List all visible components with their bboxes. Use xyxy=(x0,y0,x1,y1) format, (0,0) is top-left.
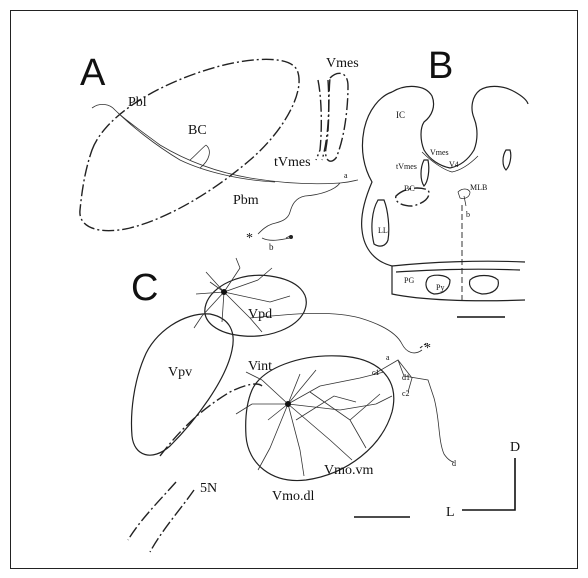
vmes-nucleus xyxy=(326,73,348,161)
vmes-b-left xyxy=(421,160,429,186)
label-pbl: Pbl xyxy=(128,95,147,110)
label-vmes-b: Vmes xyxy=(430,148,449,157)
label-ic: IC xyxy=(396,110,405,120)
panel-c: C Vpd Vpv Vint Vmo.vm Vmo.dl 5N xyxy=(128,258,456,552)
label-5n: 5N xyxy=(200,481,217,496)
trigeminal-nerve-5n xyxy=(128,482,194,552)
figure-frame xyxy=(11,11,578,569)
brainstem-section-outline xyxy=(362,86,528,300)
vpv-nucleus xyxy=(132,314,234,455)
label-py: Py xyxy=(436,283,444,292)
label-pbm: Pbm xyxy=(233,193,259,208)
vpd-nucleus xyxy=(205,275,306,336)
dendrites-vmo xyxy=(236,360,454,476)
panel-b: B IC Vmes tVmes V4 BC MLB b LL PG Py xyxy=(362,45,528,317)
label-ll: LL xyxy=(378,226,388,235)
terminal-dot-a xyxy=(289,235,293,239)
label-vpd: Vpd xyxy=(248,307,272,322)
axon-trace-a-lower xyxy=(262,236,290,240)
label-pg: PG xyxy=(404,276,414,285)
label-bc-b: BC xyxy=(404,184,415,193)
label-b-b: b xyxy=(466,210,470,219)
orientation-axes: D L xyxy=(446,440,520,520)
orientation-arrow xyxy=(462,458,515,510)
label-vmes-a: Vmes xyxy=(326,56,359,71)
label-dorsal: D xyxy=(510,440,520,455)
panel-a: A Pbl BC Pbm tVmes Vmes a b * xyxy=(80,52,359,252)
label-c1: c1 xyxy=(372,368,380,377)
pg-region xyxy=(392,261,525,272)
dendrites-vpd xyxy=(194,258,422,353)
label-vint: Vint xyxy=(248,359,272,374)
tvmes-tract xyxy=(316,80,329,160)
panel-c-letter: C xyxy=(131,267,158,309)
label-b-a: b xyxy=(269,242,274,252)
brachium-conjunctivum-outline xyxy=(80,59,299,230)
label-d: d xyxy=(452,459,456,468)
label-mlb: MLB xyxy=(470,183,487,192)
label-star-a: * xyxy=(246,231,253,246)
label-bc-a: BC xyxy=(188,123,207,138)
panel-b-letter: B xyxy=(428,45,453,87)
mlb-b-dot xyxy=(464,196,466,206)
label-lateral: L xyxy=(446,505,455,520)
label-c2: c2 xyxy=(402,389,410,398)
vmes-b-right xyxy=(503,150,511,170)
label-vpv: Vpv xyxy=(168,365,192,380)
axon-trace-a xyxy=(92,104,358,234)
label-tvmes-a: tVmes xyxy=(274,155,311,170)
label-vmo-vm: Vmo.vm xyxy=(324,463,374,478)
label-a-a: a xyxy=(344,171,348,180)
label-d1: d1 xyxy=(402,373,410,382)
label-star-c: * xyxy=(424,341,431,356)
label-tvmes-b: tVmes xyxy=(396,162,417,171)
label-a-c: a xyxy=(386,353,390,362)
label-vmo-dl: Vmo.dl xyxy=(272,489,315,504)
label-v4: V4 xyxy=(449,160,459,169)
ll-b xyxy=(372,200,389,246)
panel-a-letter: A xyxy=(80,52,106,94)
